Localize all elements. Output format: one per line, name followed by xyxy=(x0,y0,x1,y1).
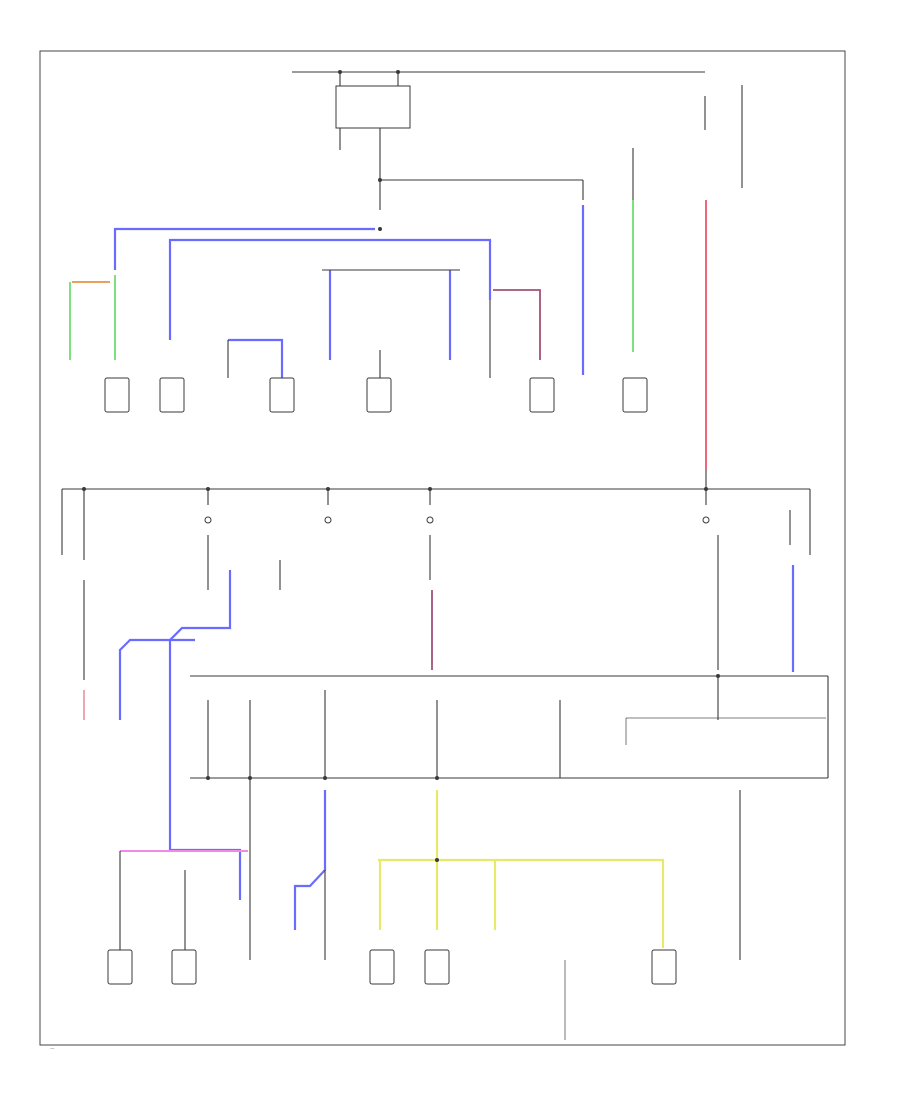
component-box xyxy=(159,377,185,413)
junction-dots xyxy=(82,70,720,862)
upper-wiring xyxy=(69,200,707,470)
component-box xyxy=(107,949,133,985)
component-box xyxy=(651,949,677,985)
component-box xyxy=(622,377,648,413)
upper-components xyxy=(104,377,648,413)
component-box xyxy=(424,949,450,985)
page-ref-label: — xyxy=(50,1047,55,1052)
lower-components xyxy=(107,949,677,985)
component-box xyxy=(269,377,295,413)
component-box xyxy=(529,377,555,413)
middle-wiring xyxy=(83,565,795,900)
component-box xyxy=(104,377,130,413)
component-box xyxy=(171,949,197,985)
component-box xyxy=(366,377,392,413)
middle-bus xyxy=(61,470,811,670)
lower-buses xyxy=(190,675,829,779)
component-box xyxy=(369,949,395,985)
top-power-feed xyxy=(292,71,743,210)
diagram-frame xyxy=(39,50,846,1046)
lower-wiring xyxy=(119,778,741,1040)
